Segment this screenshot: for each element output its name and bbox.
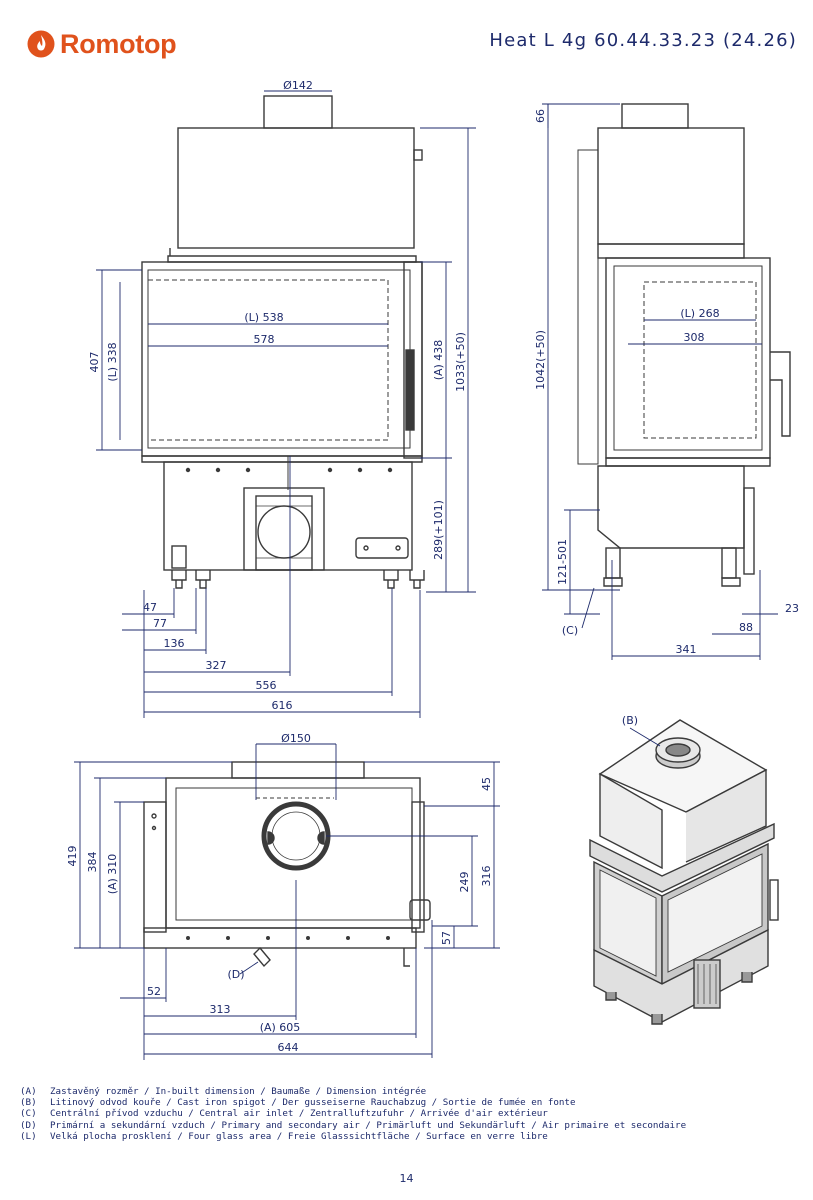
front-view — [141, 95, 425, 589]
flame-icon — [27, 30, 55, 58]
brand-logo: Romotop — [26, 24, 177, 64]
page-number: 14 — [399, 1172, 414, 1185]
legend-row: (D)Primární a sekundární vzduch / Primar… — [20, 1119, 687, 1131]
front-dim-616: 616 — [272, 699, 293, 712]
top-dim-313: 313 — [210, 1003, 231, 1016]
top-dim-384: 384 — [86, 852, 99, 873]
front-inner-width-dim: (L) 538 — [244, 311, 283, 324]
side-top-dim: 66 — [534, 109, 547, 123]
top-dim-52: 52 — [147, 985, 161, 998]
side-total-height-dim: 1042(+50) — [534, 330, 547, 390]
front-glass-area — [147, 279, 389, 441]
top-dim-45: 45 — [480, 777, 493, 791]
front-door-frame — [141, 261, 423, 457]
front-dim-556: 556 — [256, 679, 277, 692]
top-flue-collar — [231, 761, 365, 779]
front-dim-327: 327 — [206, 659, 227, 672]
side-dim-341: 341 — [676, 643, 697, 656]
top-dim-57: 57 — [440, 931, 453, 945]
front-dim-77: 77 — [153, 617, 167, 630]
side-glass-area — [643, 281, 757, 439]
side-door-frame — [605, 257, 771, 459]
technical-drawing: Ø142 (L) 538 578 407 (L) 338 (A) 438 103… — [66, 79, 799, 1060]
front-dim-136: 136 — [164, 637, 185, 650]
front-flue-dim: Ø142 — [283, 79, 313, 92]
front-top-housing — [177, 127, 415, 249]
side-inlet-label: (C) — [562, 624, 578, 637]
top-dim-419: 419 — [66, 846, 79, 867]
top-flue-dim: Ø150 — [281, 732, 311, 745]
top-dim-644: 644 — [278, 1041, 299, 1054]
side-glass-width-dim: 308 — [684, 331, 705, 344]
legend-row: (L)Velká plocha prosklení / Four glass a… — [20, 1130, 548, 1142]
legend: (A)Zastavěný rozměr / In-built dimension… — [20, 1086, 800, 1142]
top-dim-605: (A) 605 — [260, 1021, 301, 1034]
side-dim-88: 88 — [739, 621, 753, 634]
front-flue-collar — [263, 95, 333, 129]
front-air-damper — [243, 487, 325, 571]
front-feet — [171, 570, 425, 589]
top-label-d: (D) — [227, 968, 244, 981]
front-bottom-height-dim: 289(+101) — [432, 500, 445, 560]
front-dim-47: 47 — [143, 601, 157, 614]
front-total-height-dim: 1033(+50) — [454, 332, 467, 392]
side-inner-width-dim: (L) 268 — [680, 307, 719, 320]
top-dim-249: 249 — [458, 872, 471, 893]
side-air-height-dim: 121-501 — [556, 539, 569, 585]
iso-label-b: (B) — [622, 714, 638, 727]
side-view — [577, 103, 791, 587]
side-base — [597, 465, 745, 549]
top-dim-316: 316 — [480, 866, 493, 887]
legend-row: (C)Centrální přívod vzduchu / Central ai… — [20, 1108, 548, 1120]
side-flue-collar — [621, 103, 689, 129]
top-dim-310: (A) 310 — [106, 854, 119, 895]
model-title: Heat L 4g 60.44.33.23 (24.26) — [489, 30, 797, 51]
front-height-inner-dim: (L) 338 — [106, 342, 119, 381]
top-view — [143, 761, 431, 968]
legend-row: (A)Zastavěný rozměr / In-built dimension… — [20, 1086, 427, 1097]
legend-row: (B)Litinový odvod kouře / Cast iron spig… — [20, 1097, 576, 1109]
iso-view — [589, 719, 779, 1025]
front-height-left-dim: 407 — [88, 352, 101, 373]
side-dim-23: 23 — [785, 602, 799, 615]
front-door-height-dim: (A) 438 — [432, 340, 445, 381]
brand-name: Romotop — [60, 28, 177, 59]
front-glass-width-dim: 578 — [254, 333, 275, 346]
